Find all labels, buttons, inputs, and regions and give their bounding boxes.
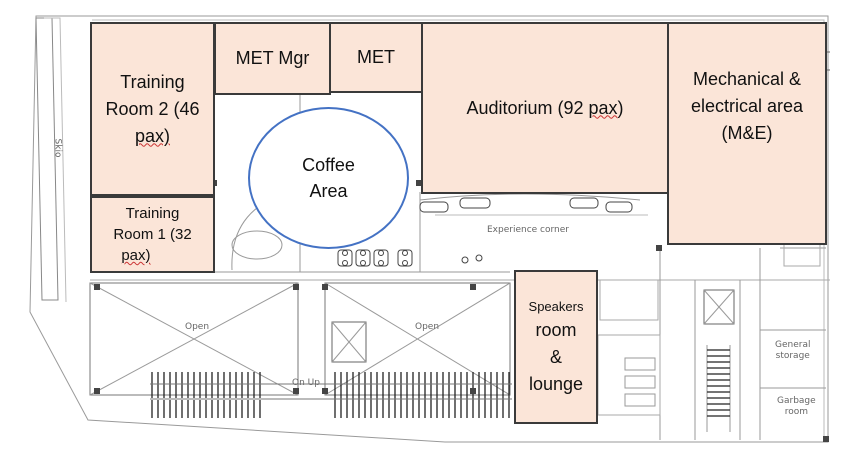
training-room-2: Training Room 2 (46 pax) [90, 22, 215, 196]
speakers-line-2: room [535, 319, 577, 340]
mechanical-electrical-area: Mechanical & electrical area (M&E) [667, 22, 827, 245]
garbage-room-label: Garbage room [777, 396, 816, 418]
speakers-line-4: lounge [528, 373, 584, 394]
auditorium-label-part-2: pax [588, 97, 618, 118]
training-room-2-line-3: pax) [134, 125, 170, 146]
met-mgr-room: MET Mgr [214, 22, 331, 95]
training-room-2-line-2: Room 2 (46 [105, 98, 200, 119]
training-room-1-line-1: Training [125, 205, 180, 222]
experience-corner-label: Experience corner [487, 225, 569, 235]
coffee-line-1: Coffee [302, 155, 355, 175]
met-label: MET [357, 47, 395, 67]
training-room-1-line-2: Room 1 (32 [113, 226, 192, 243]
auditorium-label-part-1: Auditorium (92 [466, 97, 589, 118]
auditorium: Auditorium (92 pax) [421, 22, 669, 194]
coffee-area: Coffee Area [248, 107, 409, 249]
garbage-room-line-2: room [784, 407, 808, 417]
general-storage-line-1: General [775, 340, 811, 350]
mechanical-line-2: electrical area [690, 96, 804, 116]
training-room-2-line-1: Training [120, 71, 185, 92]
met-mgr-label: MET Mgr [235, 48, 310, 68]
training-room-1-line-3: pax) [121, 247, 151, 264]
on-up-label: On Up [292, 378, 320, 388]
training-room-1: Training Room 1 (32 pax) [90, 196, 215, 273]
open-right-label: Open [415, 322, 440, 332]
skio-label: Skio [52, 138, 63, 158]
mechanical-line-1: Mechanical & [692, 69, 802, 89]
mechanical-line-3: (M&E) [721, 123, 773, 143]
speakers-line-3: & [549, 346, 562, 367]
open-left-label: Open [185, 322, 210, 332]
speakers-line-1: Speakers [528, 298, 584, 314]
auditorium-label-part-3: ) [617, 97, 624, 118]
building-outline [29, 15, 829, 443]
general-storage-label: General storage [775, 340, 810, 362]
coffee-line-2: Area [309, 181, 348, 201]
met-room: MET [329, 22, 423, 93]
general-storage-line-2: storage [775, 351, 810, 361]
garbage-room-line-1: Garbage [777, 396, 816, 406]
speakers-room-lounge: Speakers room & lounge [514, 270, 598, 424]
